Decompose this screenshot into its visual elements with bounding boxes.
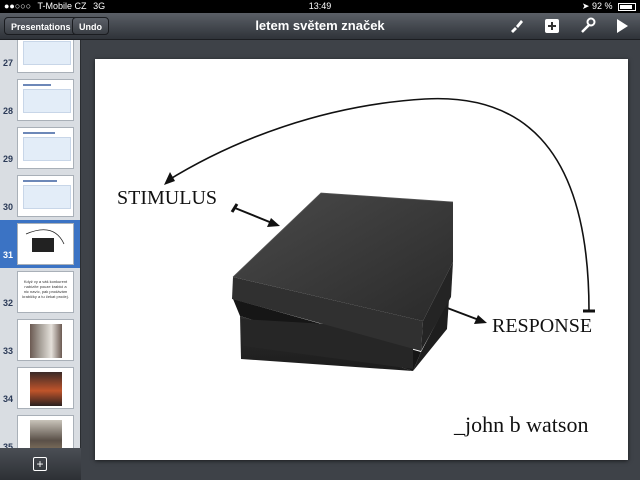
slide-number: 34 bbox=[3, 394, 14, 404]
curved-connector bbox=[166, 97, 590, 312]
box-slide-preview bbox=[25, 229, 65, 252]
slide-number: 28 bbox=[3, 106, 14, 116]
slide-thumbnail-28[interactable]: 28 bbox=[0, 76, 80, 124]
slide-canvas: STIMULUS RESPONSE _john b watson bbox=[81, 40, 640, 480]
undo-button[interactable]: Undo bbox=[72, 17, 109, 35]
toolbar: letem světem značek Presentations Undo bbox=[0, 13, 640, 40]
current-slide[interactable]: STIMULUS RESPONSE _john b watson bbox=[95, 59, 628, 460]
add-slide-button[interactable]: + bbox=[33, 457, 47, 471]
insert-icon[interactable] bbox=[542, 17, 562, 35]
slide-quote-text: Když vy a váš konkurent nabízíte pouze k… bbox=[22, 279, 69, 299]
status-bar: ●●○○○ T-Mobile CZ 3G 13:49 ➤ 92 % bbox=[0, 0, 640, 13]
slide-thumbnail-27[interactable]: 27 bbox=[0, 40, 80, 76]
shoebox-image bbox=[232, 192, 454, 371]
slide-number: 33 bbox=[3, 346, 14, 356]
document-title: letem světem značek bbox=[255, 18, 385, 33]
play-icon[interactable] bbox=[612, 17, 632, 35]
slide-number: 31 bbox=[3, 250, 14, 260]
slide-number: 27 bbox=[3, 58, 14, 68]
paintbrush-icon[interactable] bbox=[506, 17, 526, 35]
slide-thumbnail-30[interactable]: 30 bbox=[0, 172, 80, 220]
slide-thumbnail-31[interactable]: 31 bbox=[0, 220, 80, 268]
photo-thumbnail bbox=[30, 420, 62, 448]
slide-navigator[interactable]: 27 28 29 30 31 32 Když vy a váš konkuren… bbox=[0, 40, 81, 448]
photo-thumbnail bbox=[30, 324, 62, 358]
battery-percent: 92 % bbox=[591, 1, 613, 11]
slide-number: 29 bbox=[3, 154, 14, 164]
stimulus-arrowhead bbox=[267, 218, 280, 227]
response-label[interactable]: RESPONSE bbox=[492, 315, 593, 337]
signal-icon: ●●○○○ bbox=[4, 1, 32, 11]
carrier-name: T-Mobile CZ bbox=[37, 1, 87, 11]
location-icon: ➤ bbox=[581, 1, 590, 11]
slide-thumbnail-29[interactable]: 29 bbox=[0, 124, 80, 172]
stimulus-arrow bbox=[234, 207, 273, 224]
slide-number: 32 bbox=[3, 298, 14, 308]
stimulus-arrow-cap bbox=[230, 203, 239, 213]
response-arrowhead bbox=[474, 315, 487, 324]
slide-number: 30 bbox=[3, 202, 14, 212]
slide-thumbnail-34[interactable]: 34 bbox=[0, 364, 80, 412]
network-type: 3G bbox=[93, 1, 106, 11]
slide-thumbnail-35[interactable]: 35 bbox=[0, 412, 80, 448]
author-label[interactable]: _john b watson bbox=[454, 412, 589, 437]
presentations-button[interactable]: Presentations bbox=[4, 17, 78, 35]
battery-icon bbox=[618, 2, 636, 11]
wrench-icon[interactable] bbox=[578, 17, 598, 35]
slide-thumbnail-32[interactable]: 32 Když vy a váš konkurent nabízíte pouz… bbox=[0, 268, 80, 316]
slide-graphics bbox=[164, 97, 595, 371]
photo-thumbnail bbox=[30, 372, 62, 406]
slide-thumbnail-33[interactable]: 33 bbox=[0, 316, 80, 364]
clock: 13:49 bbox=[308, 1, 332, 11]
navigator-bottom-bar: + bbox=[0, 448, 81, 480]
slide-number: 35 bbox=[3, 442, 14, 448]
curved-arrowhead bbox=[164, 172, 175, 185]
stimulus-label[interactable]: STIMULUS bbox=[117, 187, 218, 209]
